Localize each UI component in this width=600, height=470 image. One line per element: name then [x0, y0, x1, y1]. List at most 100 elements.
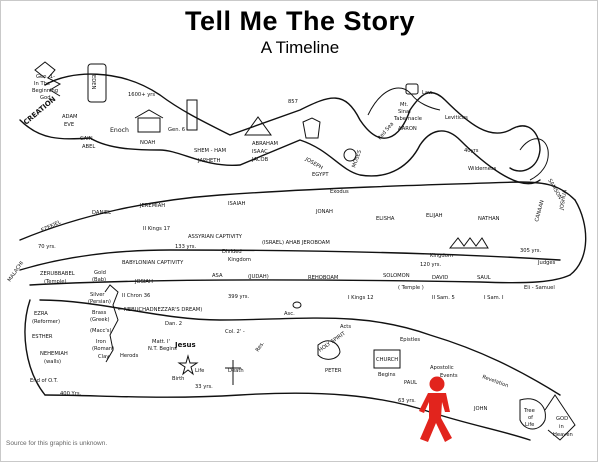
label-david: DAVID — [432, 275, 448, 281]
labels-middle: EZEKIEL DANIEL JEREMIAH ISAIAH JONAH ELI… — [7, 178, 569, 301]
tent-icon — [244, 116, 272, 136]
label-peter: PETER — [325, 368, 342, 374]
label-temple: ( Temple ) — [398, 285, 424, 291]
label-nehemiah: NEHEMIAH — [40, 351, 68, 357]
label-kingdom-divided: Kingdom — [228, 257, 251, 263]
label-joseph: JOSEPH — [303, 156, 324, 171]
star-icon — [177, 354, 199, 376]
label-aaron: AARON — [398, 126, 417, 132]
label-revelation: Revelation — [481, 374, 509, 389]
label-nathan: NATHAN — [478, 216, 500, 222]
landmarks — [34, 61, 576, 441]
road-bottom-lower-edge — [44, 392, 531, 441]
label-church-begins: Begins — [378, 372, 396, 378]
label-esther: ESTHER — [32, 334, 53, 340]
label-saul: SAUL — [477, 275, 491, 281]
label-rehoboam: REHOBOAM — [308, 275, 338, 281]
crown-icon — [448, 237, 489, 249]
label-solomon: SOLOMON — [383, 273, 410, 279]
label-asa: ASA — [212, 273, 223, 279]
label-matt-1: Matt. I' — [152, 339, 170, 345]
label-eden: EDEN — [90, 75, 96, 90]
label-end-of-ot: End of O.T. — [30, 378, 58, 384]
label-ii-sam-5: II Sam. 5 — [432, 295, 455, 301]
road-top-upper-edge — [44, 73, 541, 172]
label-mt-sinai-3: Tabernacle — [393, 116, 422, 122]
road-middle-turn — [569, 199, 587, 276]
label-isaac: ISAAC — [252, 149, 268, 155]
label-enoch: Enoch — [110, 127, 129, 134]
label-epistles: Epistles — [400, 337, 420, 343]
label-70-yrs: 70 yrs. — [38, 244, 56, 250]
label-exodus: Exodus — [330, 189, 349, 195]
label-malachi: MALACHI — [7, 260, 26, 283]
babel-tower-icon — [186, 99, 198, 131]
label-eve: EVE — [64, 122, 74, 128]
label-gen-6: Gen. 6 — [168, 127, 185, 133]
label-temple-rebuilt: (Temple) — [44, 279, 67, 285]
label-mt-sinai-1: Mt. — [400, 102, 409, 108]
label-jesus: Jesus — [174, 341, 196, 349]
label-joshua: JOSHUA — [559, 189, 569, 211]
label-adam: ADAM — [62, 114, 77, 120]
label-maccs: (Macc's) — [90, 328, 112, 334]
label-events: Events — [440, 373, 458, 379]
label-dan-2: Dan. 2 — [165, 321, 182, 327]
label-ii-kings-17: II Kings 17 — [143, 226, 170, 232]
label-jacob: JACOB — [251, 157, 269, 163]
coat-icon — [302, 117, 321, 139]
label-church: CHURCH — [376, 357, 398, 363]
label-1600-yrs: 1600+ yrs — [128, 92, 155, 98]
label-ezra: EZRA — [34, 311, 48, 317]
road-middle-upper-edge — [19, 181, 576, 241]
label-asc: Asc. — [284, 311, 295, 317]
label-noah: NOAH — [140, 140, 155, 146]
label-120-yrs: 120 yrs. — [420, 262, 441, 268]
label-kingdom-united: Kingdom — [430, 253, 453, 259]
mt-sinai-icon — [367, 87, 441, 116]
label-ii-chron-36: II Chron 36 — [122, 293, 150, 299]
source-note: Source for this graphic is unknown. — [6, 440, 108, 447]
label-babylonian-captivity: BABYLONIAN CAPTIVITY — [122, 260, 184, 266]
burning-bush-icon — [343, 148, 357, 162]
label-beginning-4: God — [40, 95, 51, 101]
label-daniel: DANIEL — [92, 210, 111, 216]
label-399-yrs: 399 yrs. — [228, 294, 249, 300]
ascension-cloud-icon — [292, 301, 302, 309]
page-frame — [0, 0, 598, 462]
label-i-sam-1: I Sam. I — [484, 295, 504, 301]
tablets-icon — [405, 83, 419, 95]
holy-spirit-cloud-icon — [317, 340, 341, 360]
label-judah: (JUDAH) — [248, 274, 269, 280]
label-res: Res. — [255, 340, 266, 353]
label-nt-begins: N.T. Begins — [148, 346, 177, 352]
label-shem-ham: SHEM - HAM — [194, 148, 226, 154]
label-zerubbabel: ZERUBBABEL — [40, 271, 75, 277]
label-assyrian-captivity: ASSYRIAN CAPTIVITY — [188, 234, 243, 240]
label-isaiah: ISAIAH — [228, 201, 246, 207]
label-cain: CAIN — [80, 136, 93, 142]
label-god: GOD — [556, 416, 568, 422]
page-title: Tell Me The Story — [184, 6, 416, 36]
label-iron-roman: (Roman) — [92, 346, 114, 352]
label-tree: Tree — [523, 408, 535, 414]
jagged-beginning — [34, 61, 62, 97]
tree-of-life-icon — [519, 398, 546, 430]
label-apostolic: Apostolic — [430, 365, 454, 371]
label-brass: Brass — [92, 310, 107, 316]
label-i-kings-12: I Kings 12 — [348, 295, 374, 301]
road-middle-bottom-edge — [29, 274, 571, 286]
label-reformer: (Reformer) — [32, 319, 60, 325]
label-egypt: EGYPT — [312, 172, 329, 178]
label-of: of — [528, 415, 533, 421]
label-beginning-1: Gen. 1- — [36, 74, 55, 80]
label-josiah: JOSIAH — [134, 279, 153, 285]
label-birth: Birth — [172, 376, 184, 382]
canaan-hill-icon — [519, 138, 549, 181]
label-law: Law — [422, 90, 433, 96]
label-life: Life — [195, 368, 204, 374]
label-silver-persian: (Persian) — [88, 299, 111, 305]
label-abraham: ABRAHAM — [252, 141, 278, 147]
label-moses: MOSES — [351, 149, 363, 168]
label-gold-bab: (Bab) — [92, 277, 106, 283]
